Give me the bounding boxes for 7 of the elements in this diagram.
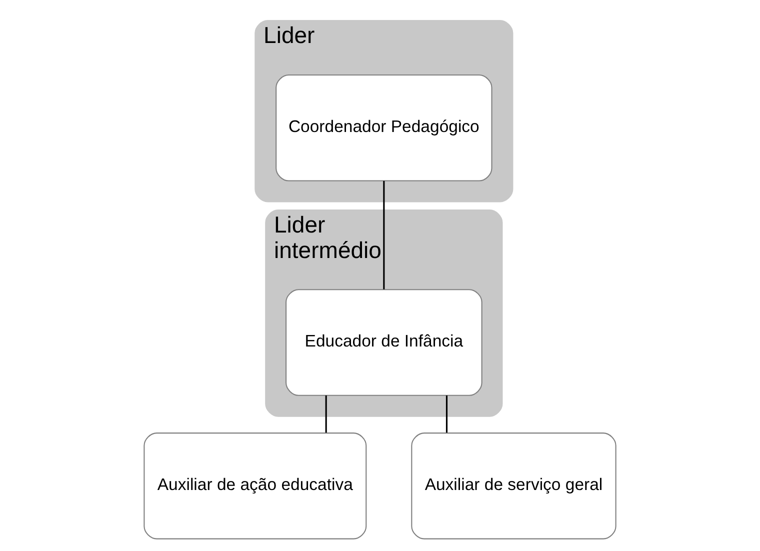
connector — [446, 396, 448, 433]
node-box: Auxiliar de ação educativa — [144, 432, 367, 540]
node-box: Auxiliar de serviço geral — [411, 432, 616, 540]
connector — [383, 180, 385, 290]
node-box: Educador de Infância — [286, 289, 482, 396]
connector — [325, 396, 327, 433]
node-box: Coordenador Pedagógico — [276, 74, 492, 182]
